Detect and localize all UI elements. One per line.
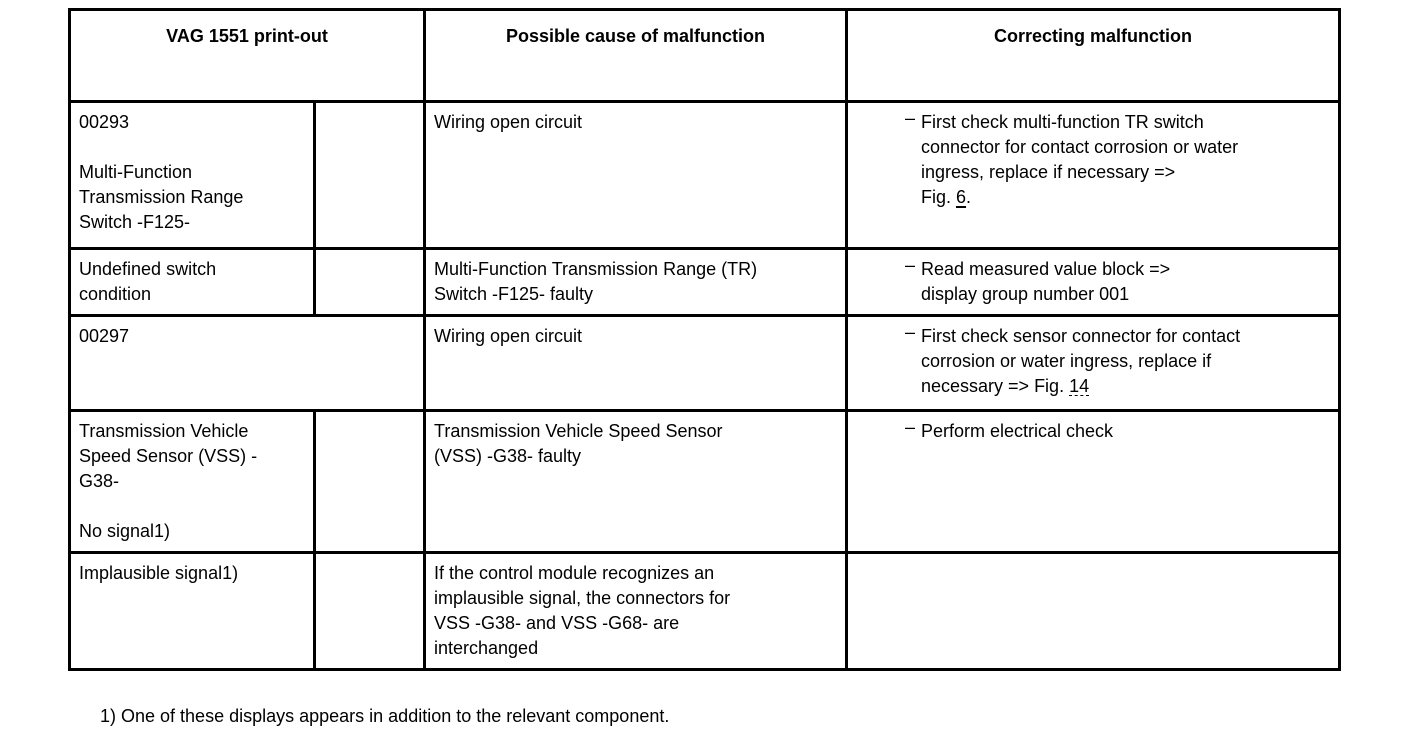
printout-sub-cell bbox=[313, 551, 426, 671]
cause-cell: Wiring open circuit bbox=[423, 100, 848, 250]
correction-item: –First check multi-function TR switch con… bbox=[905, 108, 1330, 210]
printout-sub-cell bbox=[313, 409, 426, 554]
printout-cell: Transmission Vehicle Speed Sensor (VSS) … bbox=[68, 409, 316, 554]
text-segment: First check sensor connector for contact bbox=[921, 326, 1241, 346]
correction-text: Perform electrical check bbox=[921, 419, 1330, 444]
printout-sub-cell bbox=[313, 100, 426, 250]
dash-bullet-icon: – bbox=[905, 322, 916, 342]
correction-cell: –First check multi-function TR switch con… bbox=[845, 100, 1341, 250]
fault-table: VAG 1551 print-out Possible cause of mal… bbox=[68, 8, 1341, 671]
fault-table-body: 00293 Multi-Function Transmission Range … bbox=[68, 100, 1341, 671]
correction-line: ingress, replace if necessary => bbox=[921, 160, 1330, 185]
cause-cell: Multi-Function Transmission Range (TR) S… bbox=[423, 247, 848, 317]
correction-line: necessary => Fig. 14 bbox=[921, 374, 1330, 399]
correction-line: First check multi-function TR switch bbox=[921, 110, 1330, 135]
text-segment: corrosion or water ingress, replace if bbox=[921, 351, 1212, 371]
correction-line: Perform electrical check bbox=[921, 419, 1330, 444]
table-row: Transmission Vehicle Speed Sensor (VSS) … bbox=[68, 409, 1341, 554]
cause-cell: Transmission Vehicle Speed Sensor (VSS) … bbox=[423, 409, 848, 554]
cause-cell: If the control module recognizes an impl… bbox=[423, 551, 848, 671]
dash-bullet-icon: – bbox=[905, 108, 916, 128]
text-segment: Perform electrical check bbox=[921, 421, 1114, 441]
correction-cell: –Read measured value block => display gro… bbox=[845, 247, 1341, 317]
text-segment: Fig. bbox=[921, 187, 957, 207]
table-row: Undefined switch condition Multi-Function… bbox=[68, 247, 1341, 317]
fig-14-link[interactable]: 14 bbox=[1069, 376, 1090, 396]
correction-cell bbox=[845, 551, 1341, 671]
text-segment: Read measured value block => bbox=[921, 259, 1171, 279]
cause-cell: Wiring open circuit bbox=[423, 314, 848, 412]
printout-cell: Undefined switch condition bbox=[68, 247, 316, 317]
correction-cell: –First check sensor connector for contac… bbox=[845, 314, 1341, 412]
text-segment: . bbox=[966, 187, 972, 207]
text-segment: First check multi-function TR switch bbox=[921, 112, 1204, 132]
text-segment: display group number 001 bbox=[921, 284, 1130, 304]
text-segment: connector for contact corrosion or water bbox=[921, 137, 1239, 157]
correction-line: display group number 001 bbox=[921, 282, 1330, 307]
column-header-correcting-malfunction: Correcting malfunction bbox=[845, 8, 1341, 103]
correction-cell: –Perform electrical check bbox=[845, 409, 1341, 554]
correction-line: First check sensor connector for contact bbox=[921, 324, 1330, 349]
correction-item: –Read measured value block => display gro… bbox=[905, 255, 1330, 307]
footnote: 1) One of these displays appears in addi… bbox=[100, 706, 670, 726]
printout-cell: Implausible signal1) bbox=[68, 551, 316, 671]
column-header-vag-printout: VAG 1551 print-out bbox=[68, 8, 426, 103]
printout-cell: 00293 Multi-Function Transmission Range … bbox=[68, 100, 316, 250]
text-segment: ingress, replace if necessary => bbox=[921, 162, 1176, 182]
correction-line: connector for contact corrosion or water bbox=[921, 135, 1330, 160]
table-row: Implausible signal1) If the control modul… bbox=[68, 551, 1341, 671]
correction-line: corrosion or water ingress, replace if bbox=[921, 349, 1330, 374]
text-segment: necessary => Fig. bbox=[921, 376, 1070, 396]
correction-text: First check sensor connector for contact… bbox=[921, 324, 1330, 399]
column-header-possible-cause: Possible cause of malfunction bbox=[423, 8, 848, 103]
correction-item: –Perform electrical check bbox=[905, 417, 1330, 444]
dash-bullet-icon: – bbox=[905, 255, 916, 275]
fig-6-link[interactable]: 6 bbox=[956, 187, 967, 207]
printout-cell: 00297 bbox=[68, 314, 426, 412]
document-page: VAG 1551 print-out Possible cause of mal… bbox=[68, 8, 1348, 729]
printout-sub-cell bbox=[313, 247, 426, 317]
table-row: 00293 Multi-Function Transmission Range … bbox=[68, 100, 1341, 250]
table-header-row: VAG 1551 print-out Possible cause of mal… bbox=[68, 8, 1341, 103]
correction-text: Read measured value block => display grou… bbox=[921, 257, 1330, 307]
correction-item: –First check sensor connector for contac… bbox=[905, 322, 1330, 399]
correction-line: Read measured value block => bbox=[921, 257, 1330, 282]
dash-bullet-icon: – bbox=[905, 417, 916, 437]
correction-text: First check multi-function TR switch conn… bbox=[921, 110, 1330, 210]
correction-line: Fig. 6. bbox=[921, 185, 1330, 210]
